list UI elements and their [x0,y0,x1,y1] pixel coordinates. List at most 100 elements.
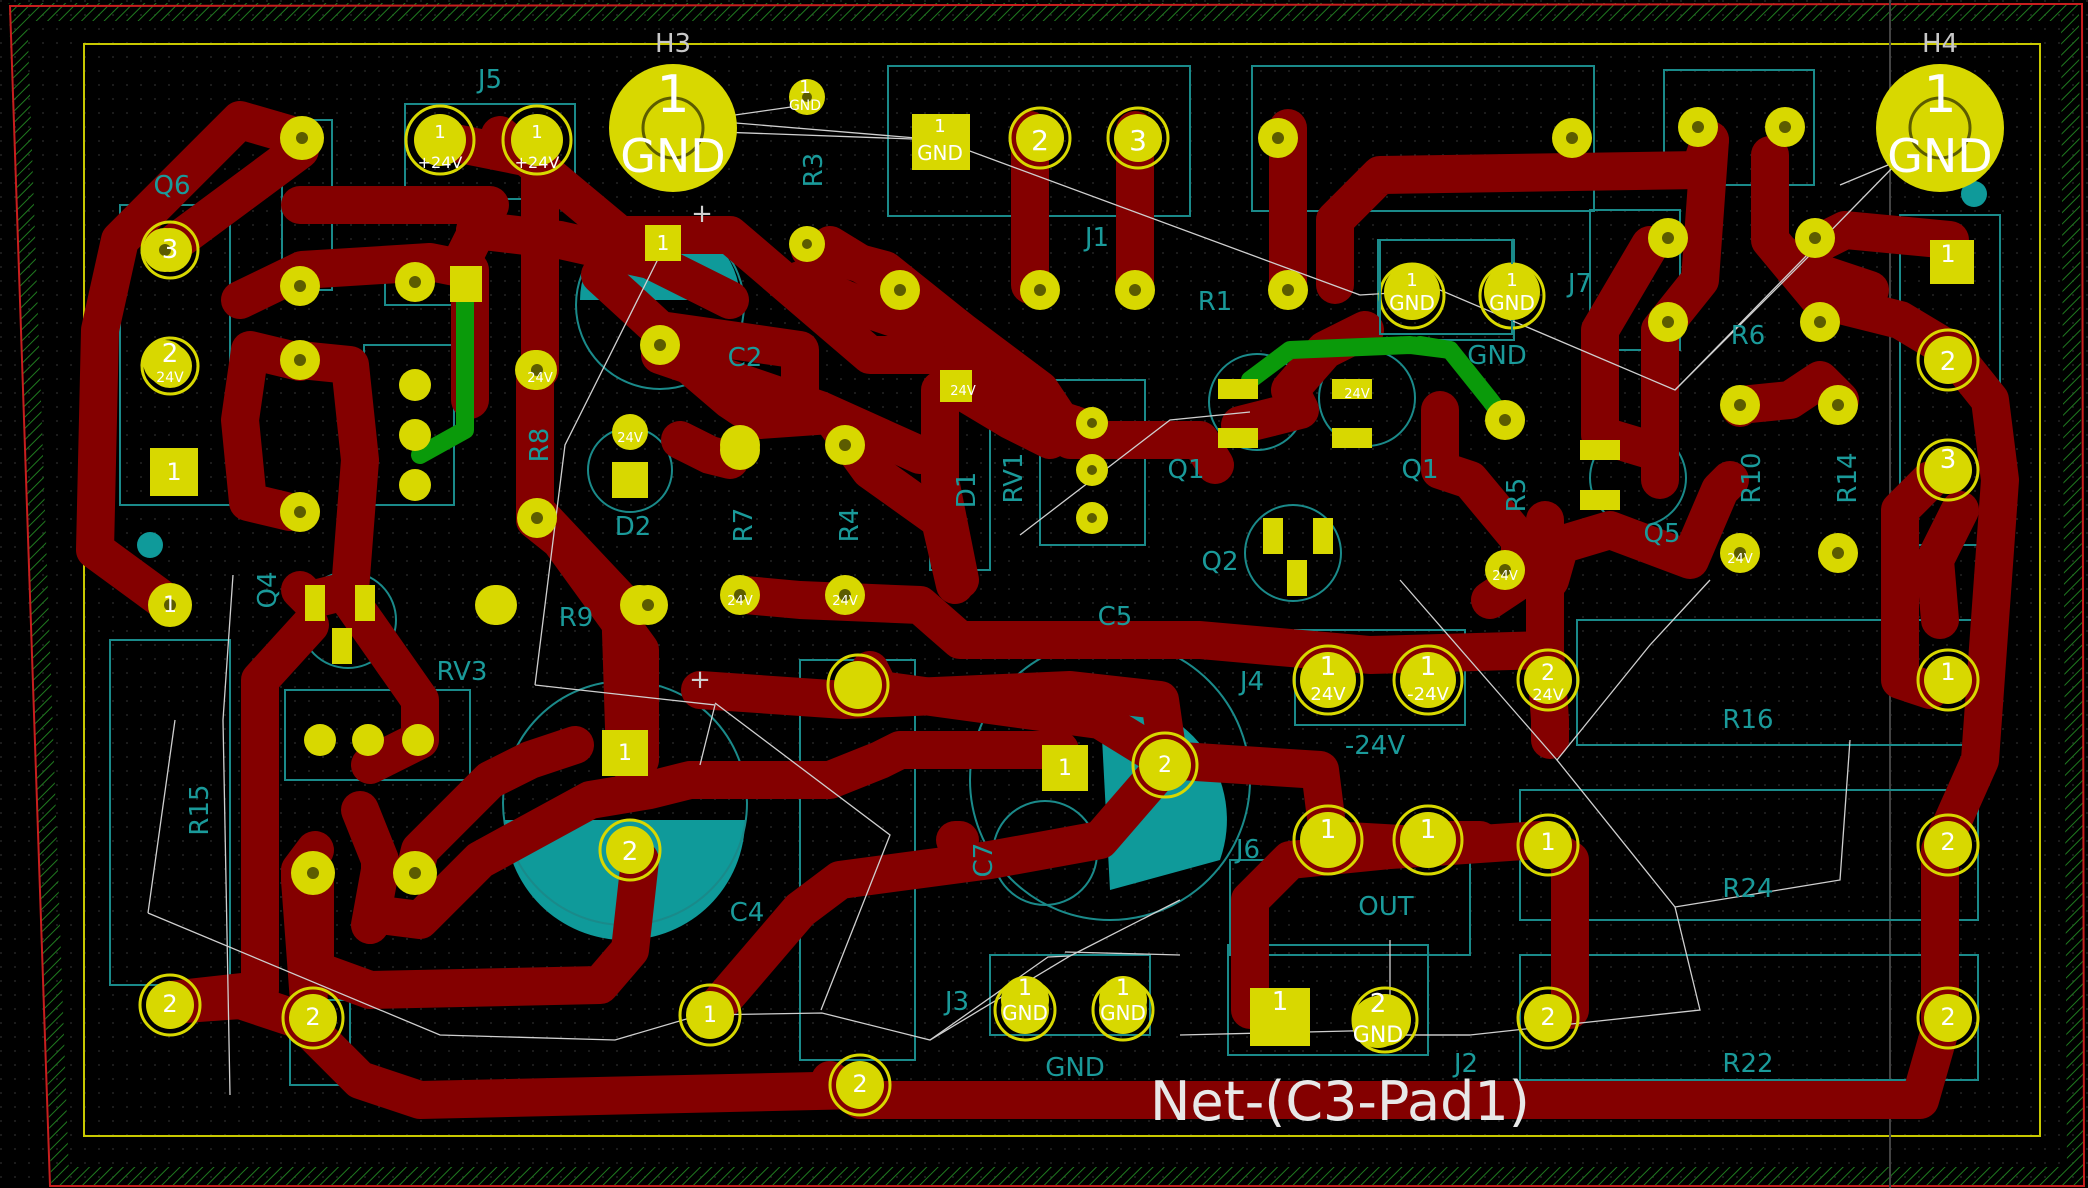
label-j3: J3 [943,987,969,1017]
label-j1: J1 [1083,223,1109,253]
svg-text:1: 1 [799,77,810,98]
svg-text:1: 1 [1116,976,1130,1001]
mounting-hole-h3 [609,64,737,192]
keepout-zone-border [8,3,2086,1185]
svg-text:1: 1 [531,122,542,143]
svg-text:1: 1 [434,122,445,143]
svg-text:2: 2 [305,1003,320,1031]
plus-sign-c2: + [691,199,713,229]
svg-text:24V: 24V [727,594,753,609]
h4-pad-number: 1 [1923,65,1956,125]
svg-text:2: 2 [1370,989,1387,1019]
svg-text:24V: 24V [950,384,976,399]
label-q5: Q5 [1643,519,1680,549]
svg-text:24V: 24V [156,370,184,386]
svg-text:1: 1 [1406,270,1417,291]
svg-text:2: 2 [1940,347,1957,377]
net-label-c3-pad1: Net-(C3-Pad1) [1150,1070,1530,1133]
label-r6: R6 [1731,321,1766,351]
svg-text:+24V: +24V [515,153,560,172]
svg-text:1: 1 [1320,652,1337,682]
svg-text:2: 2 [1940,828,1955,856]
svg-text:GND: GND [789,98,821,114]
svg-text:1: 1 [1018,976,1032,1001]
label-r7: R7 [729,508,759,543]
label-j6: J6 [1234,835,1260,865]
svg-text:GND: GND [917,141,963,165]
svg-text:24V: 24V [1310,684,1346,705]
label-j5: J5 [476,65,502,95]
label-q1: Q1 [1167,455,1204,485]
label-r22: R22 [1722,1049,1773,1079]
label-minus24v: -24V [1345,731,1405,761]
plus-sign-c4: + [689,665,711,695]
j3-gnd: GND [1045,1053,1105,1083]
label-r14: R14 [1833,452,1863,503]
svg-text:1: 1 [163,593,177,618]
svg-text:3: 3 [162,235,179,265]
svg-text:+24V: +24V [418,153,463,172]
svg-text:2: 2 [162,990,177,1018]
svg-text:3: 3 [1129,124,1147,157]
svg-text:1: 1 [1540,828,1555,856]
label-r9: R9 [559,603,594,633]
svg-text:GND: GND [1353,1023,1403,1048]
label-q2: Q2 [1201,547,1238,577]
svg-text:24V: 24V [832,594,858,609]
svg-text:GND: GND [1389,291,1435,315]
svg-text:2: 2 [1541,661,1555,686]
square-pads [150,114,1974,1046]
label-c5: C5 [1098,602,1133,632]
label-r24: R24 [1722,874,1773,904]
label-d2: D2 [615,512,652,542]
svg-text:2: 2 [1031,124,1049,157]
label-r3: R3 [799,153,829,188]
label-r10: R10 [1737,452,1767,503]
svg-text:2: 2 [1158,753,1172,778]
label-r15: R15 [185,784,215,835]
pad-labels: 1 +24V 1 +24V 1 GND 1 GND 2 3 1 GND 1 GN… [156,77,1956,1098]
svg-text:-24V: -24V [1407,684,1449,705]
svg-text:2: 2 [622,837,639,867]
label-j7: J7 [1566,269,1592,299]
j7-gnd: GND [1467,341,1527,371]
svg-text:1: 1 [618,741,632,766]
label-j2: J2 [1452,1049,1478,1079]
svg-text:1: 1 [657,231,670,255]
label-h3: H3 [655,29,691,59]
svg-text:1: 1 [934,116,945,137]
label-r4: R4 [835,508,865,543]
label-j4: J4 [1238,667,1264,697]
label-c2: C2 [728,343,763,373]
label-r1: R1 [1198,287,1233,317]
svg-text:GND: GND [1100,1001,1146,1025]
label-d1: D1 [952,472,982,509]
svg-text:1: 1 [1506,270,1517,291]
svg-text:24V: 24V [1344,387,1370,402]
label-c4: C4 [730,898,765,928]
round-pads [143,79,1972,1109]
edge-cuts-outline [83,43,2041,1137]
label-out: OUT [1358,892,1413,922]
svg-text:1: 1 [1058,756,1072,781]
j7-connector [1379,239,1540,335]
label-r8: R8 [525,428,555,463]
svg-text:1: 1 [1420,815,1437,845]
svg-text:3: 3 [1940,445,1957,475]
svg-text:2: 2 [162,339,179,369]
svg-text:1: 1 [166,458,181,486]
svg-text:2: 2 [1940,1003,1955,1031]
svg-text:1: 1 [1320,815,1337,845]
svg-text:1: 1 [1272,987,1289,1017]
svg-text:1: 1 [1940,658,1955,686]
label-q6: Q6 [153,171,190,201]
h3-gnd-label: GND [620,129,725,183]
svg-text:GND: GND [1002,1001,1048,1025]
mounting-hole-h4 [1876,64,2004,192]
label-c7: C7 [969,843,999,878]
label-q4: Q4 [253,571,283,608]
copper-tracks-bottom [76,101,2019,1119]
svg-text:24V: 24V [617,431,643,446]
h3-pad-number: 1 [656,65,689,125]
